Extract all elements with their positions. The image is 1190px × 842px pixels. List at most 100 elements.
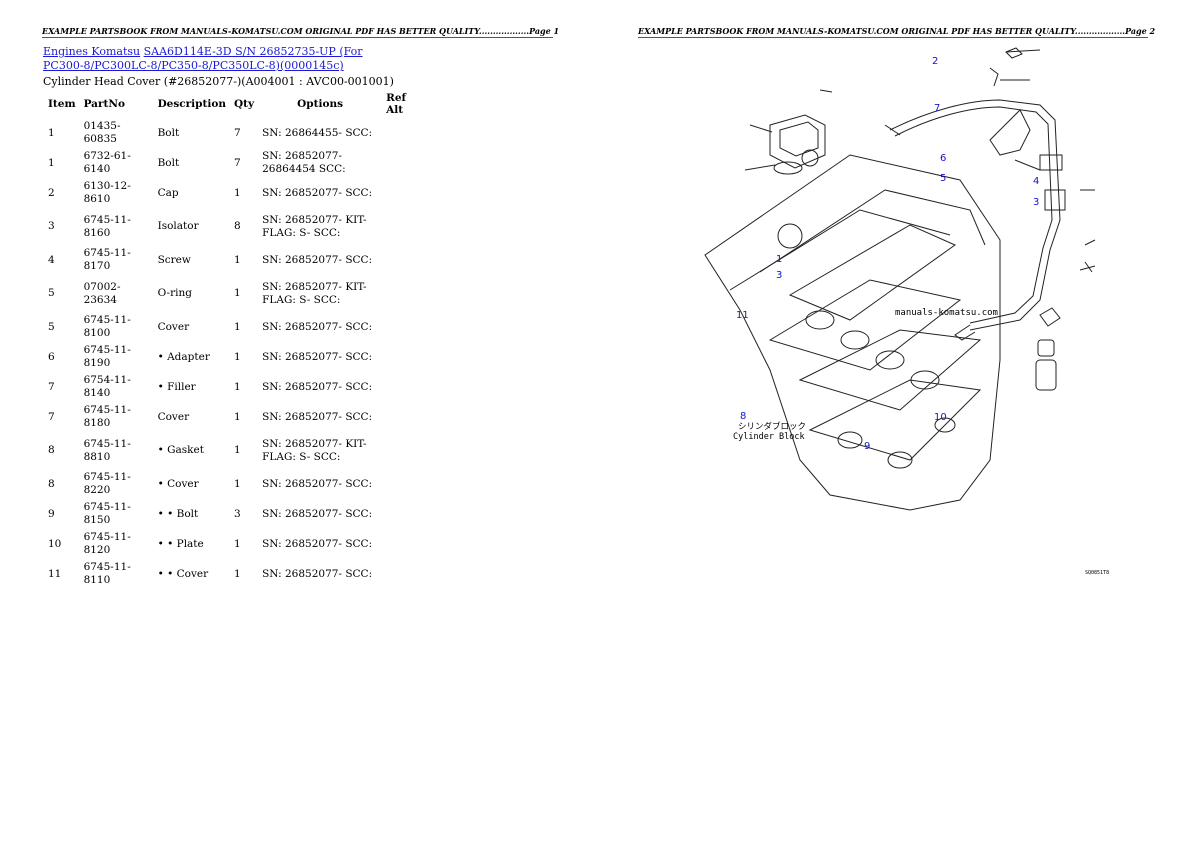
table-row: 11 6745-11-8110 • • Cover 1 SN: 26852077… (44, 559, 430, 589)
cell-ref-alt (382, 148, 430, 178)
column-header-qty: Qty (234, 98, 255, 110)
breadcrumb: Engines Komatsu SAA6D114E-3D S/N 2685273… (43, 45, 373, 73)
table-row: 8 6745-11-8220 • Cover 1 SN: 26852077- S… (44, 469, 430, 499)
cell-qty: 3 (234, 507, 241, 520)
cell-description: Cover (157, 320, 190, 333)
caption-cylinder-block: Cylinder Block (733, 432, 805, 442)
cell-ref-alt (382, 312, 430, 342)
cell-options: SN: 26852077- SCC: (262, 507, 373, 520)
cell-qty: 1 (234, 410, 241, 423)
cell-item: 7 (48, 410, 55, 423)
cell-description: Cover (157, 410, 190, 423)
cell-ref-alt (382, 178, 430, 208)
cell-item: 6 (48, 350, 55, 363)
breadcrumb-link-model[interactable]: SAA6D114E-3D S/N 26852735-UP (For PC300-… (43, 45, 363, 72)
cell-ref-alt (382, 275, 430, 312)
diagram-code: SQ0851T8 (1085, 570, 1109, 576)
cell-options: SN: 26852077- SCC: (262, 320, 373, 333)
table-row: 9 6745-11-8150 • • Bolt 3 SN: 26852077- … (44, 499, 430, 529)
caption-japanese: シリンダブロック (738, 421, 806, 432)
cell-partno: 6745-11-8120 (83, 531, 131, 556)
cell-qty: 1 (234, 350, 241, 363)
cell-partno: 6745-11-8100 (83, 314, 131, 339)
column-header-item: Item (48, 98, 76, 110)
cell-description: • Gasket (157, 444, 204, 456)
cell-ref-alt (382, 372, 430, 402)
cell-qty: 1 (234, 186, 241, 199)
callout-8: 8 (740, 411, 746, 422)
cell-item: 1 (48, 156, 55, 169)
callout-11: 11 (736, 310, 749, 321)
cell-qty: 1 (234, 287, 241, 299)
cell-item: 11 (48, 567, 62, 580)
cell-qty: 1 (234, 477, 241, 490)
cell-partno: 6745-11-8150 (83, 501, 131, 526)
cell-ref-alt (382, 499, 430, 529)
cell-options: SN: 26864455- SCC: (262, 126, 373, 139)
table-row: 6 6745-11-8190 • Adapter 1 SN: 26852077-… (44, 342, 430, 372)
callout-3-upper: 3 (1033, 197, 1039, 208)
column-header-options: Options (297, 98, 344, 110)
cell-partno: 01435-60835 (83, 120, 121, 145)
callout-2: 2 (932, 56, 938, 67)
cell-description: Cap (157, 186, 179, 199)
callout-4: 4 (1033, 176, 1039, 187)
cell-ref-alt (382, 529, 430, 559)
callout-7: 7 (934, 103, 940, 114)
cell-description: O-ring (157, 287, 192, 299)
cell-ref-alt (382, 402, 430, 432)
cell-qty: 1 (234, 537, 241, 550)
cell-ref-alt (382, 342, 430, 372)
cell-qty: 7 (234, 126, 241, 139)
cell-item: 10 (48, 537, 62, 550)
parts-table: Item PartNo Description Qty Options Ref … (44, 90, 430, 589)
cell-options: SN: 26852077- SCC: (262, 253, 373, 266)
cell-partno: 6745-11-8810 (83, 437, 131, 463)
cell-ref-alt (382, 559, 430, 589)
table-row: 1 01435-60835 Bolt 7 SN: 26864455- SCC: (44, 118, 430, 148)
callout-5: 5 (940, 173, 946, 184)
cell-qty: 1 (234, 567, 241, 580)
cell-options: SN: 26852077- SCC: (262, 350, 373, 363)
cell-options: SN: 26852077-26864454 SCC: (262, 150, 346, 175)
cell-partno: 07002-23634 (83, 280, 121, 306)
cell-qty: 1 (234, 444, 241, 456)
page-header-2: EXAMPLE PARTSBOOK FROM MANUALS-KOMATSU.C… (638, 26, 1156, 38)
table-row: 4 6745-11-8170 Screw 1 SN: 26852077- SCC… (44, 245, 430, 275)
table-row: 2 6130-12-8610 Cap 1 SN: 26852077- SCC: (44, 178, 430, 208)
cell-qty: 1 (234, 253, 241, 266)
cell-qty: 1 (234, 320, 241, 333)
cell-item: 5 (48, 287, 55, 299)
page-subtitle: Cylinder Head Cover (#26852077-)(A004001… (43, 75, 394, 88)
cell-options: SN: 26852077- SCC: (262, 410, 373, 423)
cell-ref-alt (382, 245, 430, 275)
table-row: 5 6745-11-8100 Cover 1 SN: 26852077- SCC… (44, 312, 430, 342)
table-row: 1 6732-61-6140 Bolt 7 SN: 26852077-26864… (44, 148, 430, 178)
cell-partno: 6745-11-8220 (83, 471, 131, 496)
cell-ref-alt (382, 432, 430, 469)
exploded-parts-diagram: 2 7 6 5 4 3 1 3 11 8 9 10 シリンダブロック Cylin… (704, 47, 1109, 576)
column-header-description: Description (157, 98, 226, 110)
cell-description: • Cover (157, 477, 199, 490)
cell-description: • Adapter (157, 350, 210, 363)
cell-description: Bolt (157, 156, 180, 169)
cell-options: SN: 26852077- KIT-FLAG: S- SCC: (262, 280, 367, 306)
cell-options: SN: 26852077- SCC: (262, 186, 373, 199)
cell-item: 7 (48, 380, 55, 393)
cell-qty: 1 (234, 380, 241, 393)
cell-options: SN: 26852077- SCC: (262, 567, 373, 580)
cell-partno: 6754-11-8140 (83, 374, 131, 399)
cell-options: SN: 26852077- SCC: (262, 477, 373, 490)
cell-item: 3 (48, 220, 55, 232)
cell-partno: 6745-11-8190 (83, 344, 131, 369)
cell-item: 5 (48, 320, 55, 333)
table-row: 5 07002-23634 O-ring 1 SN: 26852077- KIT… (44, 275, 430, 312)
cell-description: • • Plate (157, 537, 204, 550)
cell-qty: 8 (234, 220, 241, 232)
callout-1: 1 (776, 254, 782, 265)
callout-6: 6 (940, 153, 946, 164)
cell-qty: 7 (234, 156, 241, 169)
cell-partno: 6745-11-8160 (83, 213, 131, 239)
cell-item: 9 (48, 507, 55, 520)
breadcrumb-link-engines[interactable]: Engines Komatsu (43, 45, 141, 58)
